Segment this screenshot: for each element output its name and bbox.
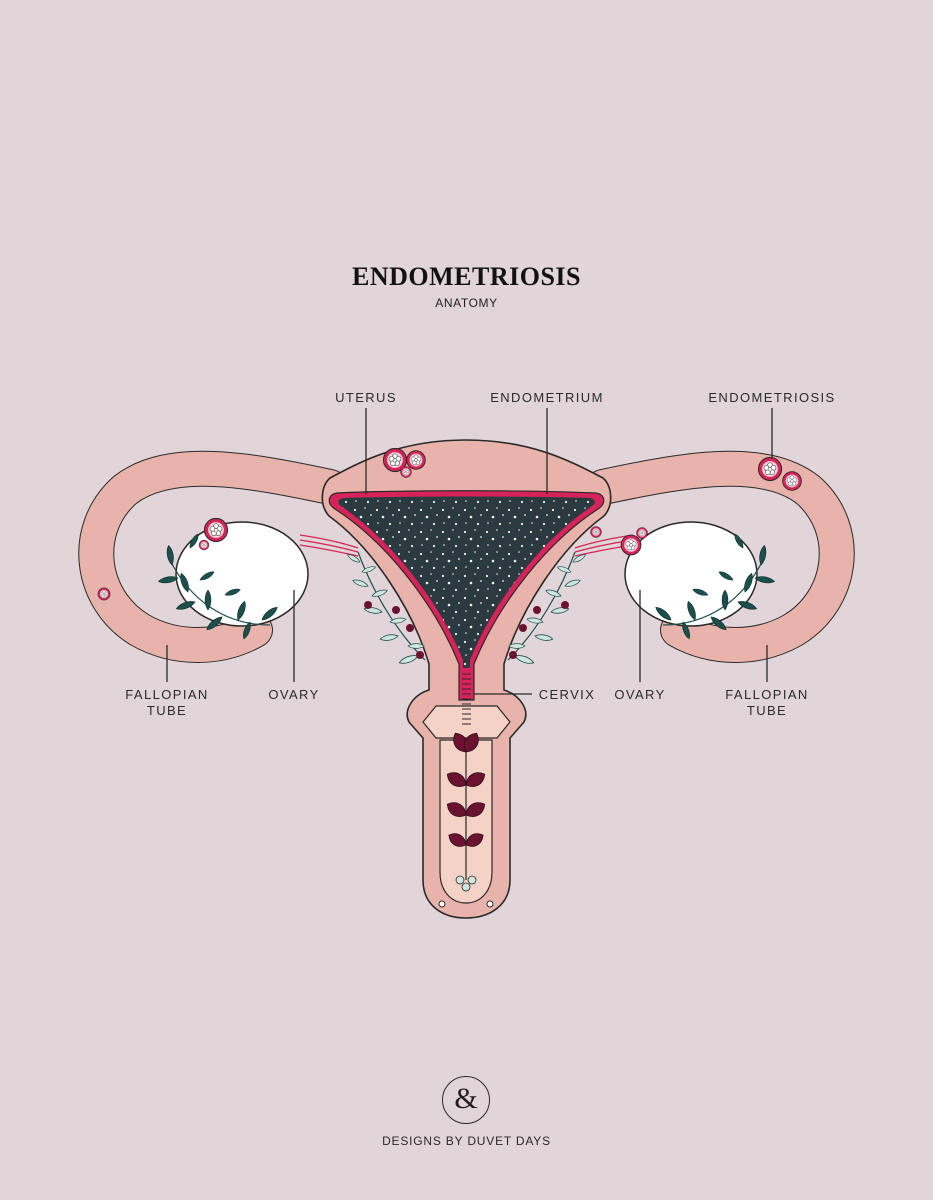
uterus-sprig-right — [507, 551, 587, 666]
label-cervix-text: CERVIX — [538, 687, 596, 702]
page-subtitle: ANATOMY — [435, 296, 498, 310]
label-endometrium-text: ENDOMETRIUM — [490, 390, 604, 405]
label-ovary-left: OVARY — [259, 687, 329, 703]
lesion-icon — [620, 534, 642, 556]
uterus-sprig-left — [346, 551, 426, 666]
lesion-icon — [97, 587, 111, 601]
label-uterus-text: UTERUS — [335, 390, 397, 405]
label-fallopian-tube-left-line1: FALLOPIAN — [125, 687, 209, 702]
label-fallopian-tube-left: FALLOPIAN TUBE — [112, 687, 222, 719]
fallopian-tube-left — [78, 450, 359, 663]
lesion-icon — [198, 539, 210, 551]
lesion-icon — [406, 450, 426, 470]
label-fallopian-tube-right-line2: TUBE — [746, 703, 788, 718]
brand-name: DESIGNS BY DUVET DAYS — [382, 1134, 551, 1148]
lesion-icon — [636, 527, 648, 539]
label-uterus: UTERUS — [326, 390, 406, 406]
lesion-icon — [757, 456, 783, 482]
lesion-icon — [203, 517, 229, 543]
label-endometriosis-text: ENDOMETRIOSIS — [708, 390, 836, 405]
lesion-icon — [590, 526, 602, 538]
endometrium — [328, 490, 605, 725]
page-title: ENDOMETRIOSIS — [352, 262, 581, 291]
label-fallopian-tube-left-line2: TUBE — [146, 703, 188, 718]
label-fallopian-tube-right: FALLOPIAN TUBE — [712, 687, 822, 719]
label-ovary-right: OVARY — [605, 687, 675, 703]
uterine-cavity — [338, 496, 595, 668]
ovary-right-foliage — [653, 532, 776, 641]
ovary-left-foliage — [157, 532, 280, 641]
label-endometriosis: ENDOMETRIOSIS — [697, 390, 847, 406]
leader-lines — [166, 408, 773, 695]
label-cervix: CERVIX — [531, 687, 603, 703]
label-ovary-right-text: OVARY — [614, 687, 666, 702]
vaginal-leaf-branch — [443, 729, 489, 892]
lesion-icon — [782, 471, 802, 491]
ampersand-logo-icon: & — [442, 1076, 490, 1124]
label-ovary-left-text: OVARY — [268, 687, 320, 702]
label-fallopian-tube-right-line1: FALLOPIAN — [725, 687, 809, 702]
label-endometrium: ENDOMETRIUM — [477, 390, 617, 406]
lesion-icon — [400, 466, 412, 478]
cervix-canal — [462, 673, 471, 725]
